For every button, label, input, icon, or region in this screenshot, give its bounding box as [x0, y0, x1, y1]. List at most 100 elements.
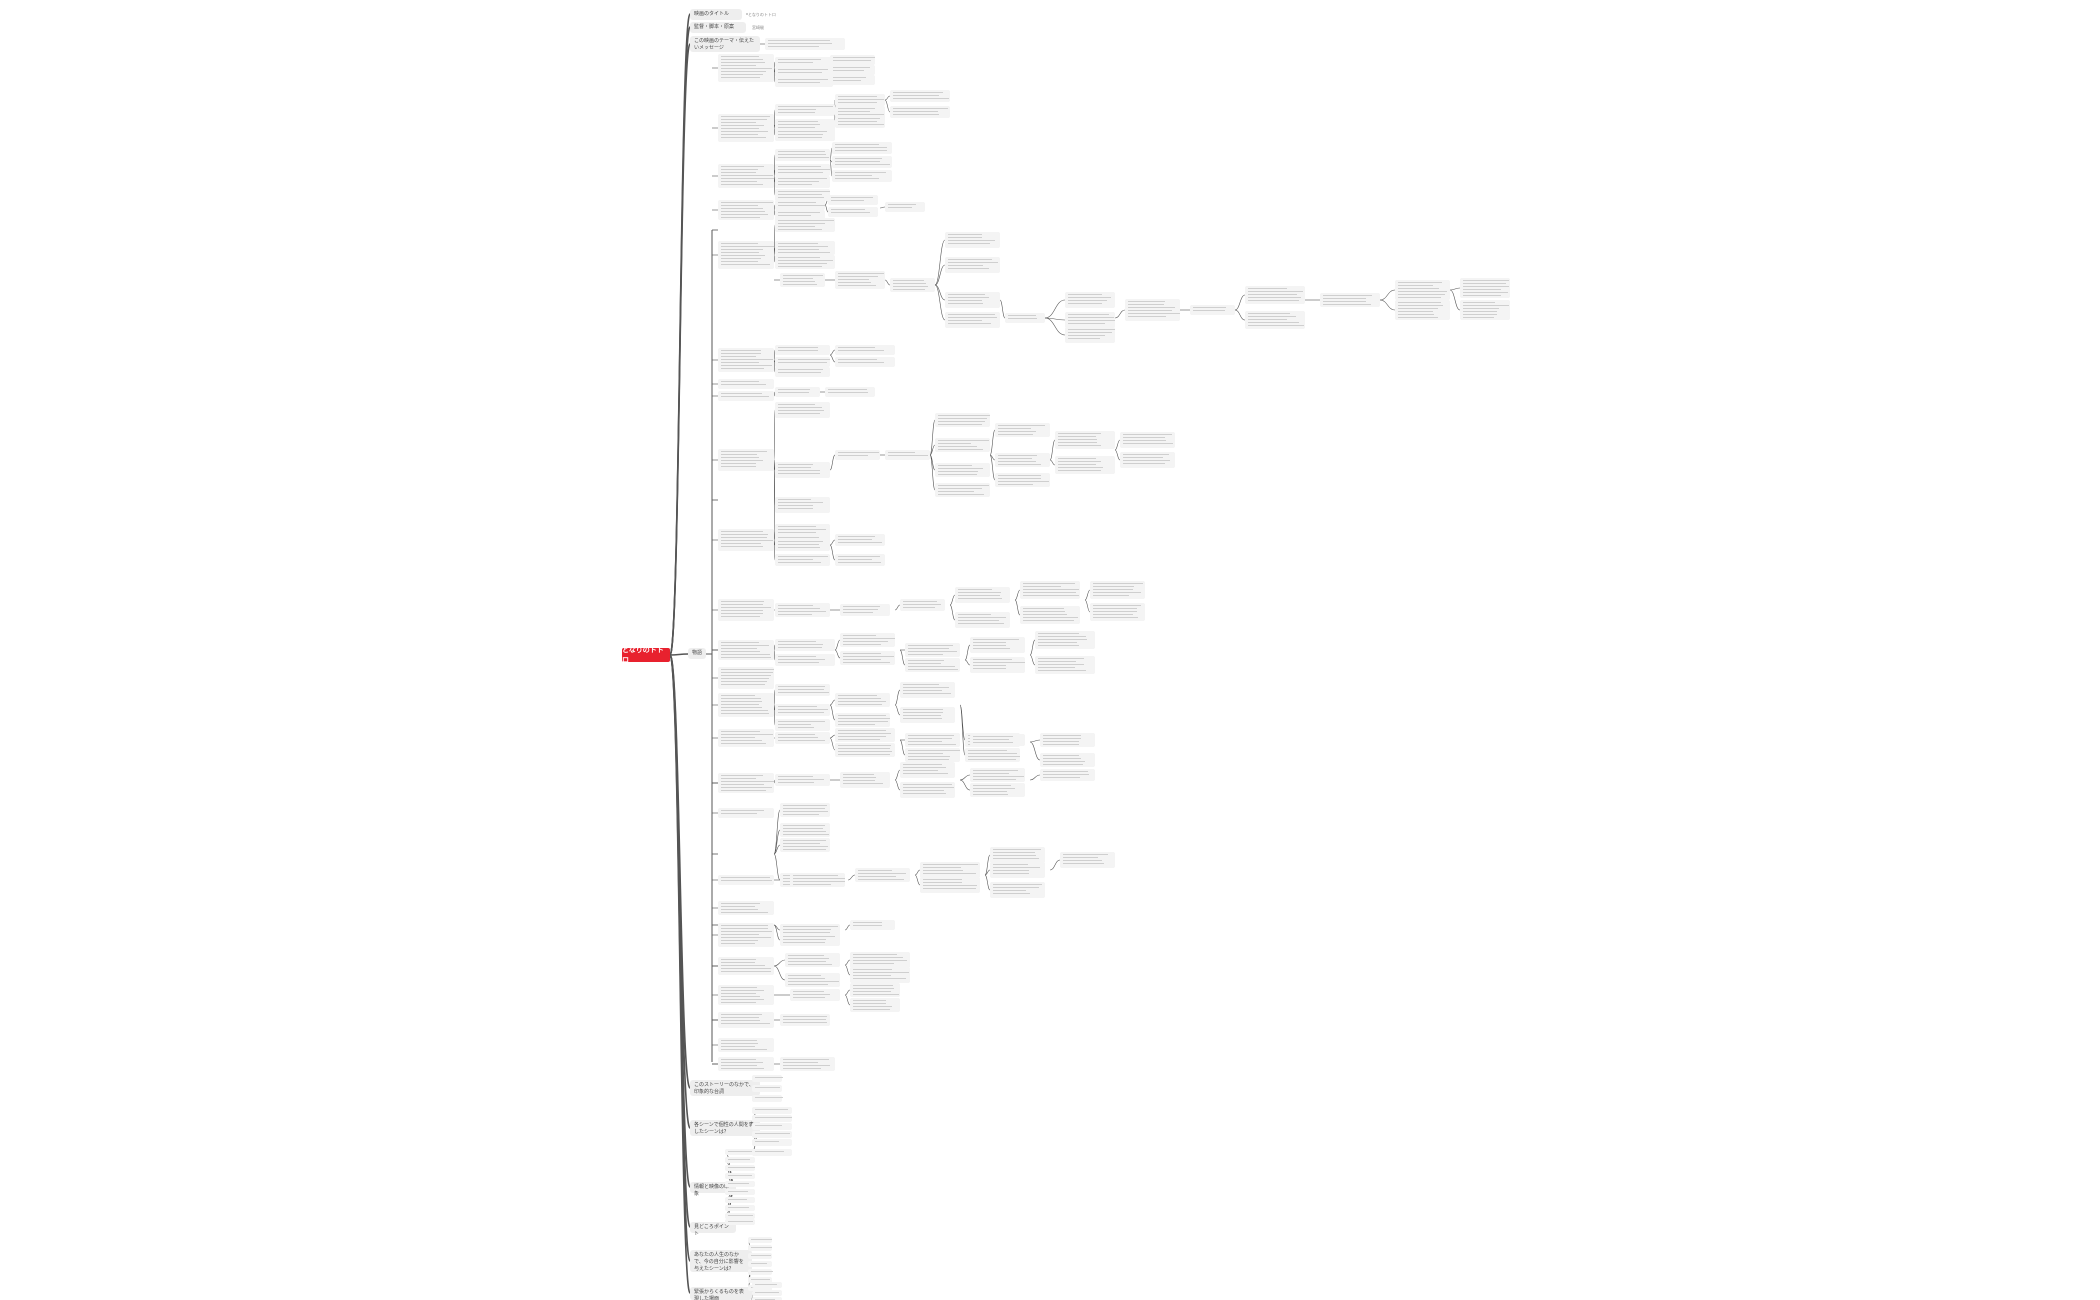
mind-map-node[interactable]	[775, 704, 830, 716]
mind-map-node[interactable]	[905, 643, 960, 657]
mind-map-node[interactable]	[970, 637, 1025, 653]
mind-map-node[interactable]	[832, 156, 892, 168]
mind-map-node[interactable]	[835, 271, 885, 289]
mind-map-node[interactable]	[718, 923, 774, 947]
mind-map-node[interactable]	[752, 1094, 784, 1102]
mind-map-node[interactable]	[780, 838, 830, 852]
mind-map-node[interactable]	[775, 255, 835, 269]
mind-map-node[interactable]	[718, 164, 774, 188]
topic-title-value[interactable]: となりのトトロ	[748, 12, 776, 17]
mind-map-node[interactable]	[935, 413, 991, 427]
mind-map-node[interactable]	[775, 774, 830, 786]
mind-map-node[interactable]	[835, 116, 885, 128]
mind-map-node[interactable]	[840, 604, 890, 616]
mind-map-node[interactable]	[935, 438, 990, 452]
mind-map-node[interactable]	[718, 241, 774, 269]
mind-map-node[interactable]	[1090, 581, 1145, 599]
mind-map-node[interactable]	[1040, 733, 1095, 747]
mind-map-node[interactable]	[1245, 286, 1305, 304]
mind-map-node[interactable]	[725, 1213, 755, 1219]
mind-map-node[interactable]	[752, 1148, 792, 1156]
mind-map-node[interactable]	[775, 119, 835, 131]
mind-map-node[interactable]	[900, 707, 955, 723]
mind-map-node[interactable]	[752, 1282, 782, 1288]
mind-map-node[interactable]	[775, 210, 825, 220]
mind-map-node[interactable]	[990, 862, 1045, 878]
mind-map-node[interactable]	[775, 67, 833, 77]
mind-map-node[interactable]	[725, 1181, 755, 1187]
topic-director[interactable]: 監督・脚本・原案	[690, 22, 746, 33]
mind-map-node[interactable]	[835, 554, 885, 566]
mind-map-node[interactable]	[995, 423, 1050, 437]
mind-map-node[interactable]	[885, 450, 930, 460]
mind-map-node[interactable]	[1055, 431, 1115, 449]
mind-map-node[interactable]	[775, 732, 830, 744]
mind-map-node[interactable]	[900, 762, 955, 778]
mind-map-node[interactable]	[775, 77, 833, 87]
topic-title[interactable]: 映画のタイトル	[690, 9, 742, 20]
mind-map-node[interactable]	[1245, 311, 1305, 329]
mind-map-node[interactable]	[752, 1106, 792, 1114]
mind-map-node[interactable]	[840, 651, 895, 665]
mind-map-node[interactable]	[718, 348, 774, 372]
mind-map-node[interactable]	[752, 1138, 792, 1146]
mind-map-node[interactable]	[718, 379, 774, 389]
mind-map-node[interactable]	[890, 278, 935, 292]
mind-map-node[interactable]	[725, 1173, 755, 1179]
mind-map-node[interactable]	[1055, 456, 1115, 474]
mind-map-node[interactable]	[970, 734, 1025, 746]
mind-map-node[interactable]	[718, 114, 774, 142]
mind-map-node[interactable]	[1065, 292, 1115, 308]
mind-map-node[interactable]	[850, 952, 910, 968]
mind-map-node[interactable]	[785, 973, 840, 987]
mind-map-node[interactable]	[990, 847, 1045, 863]
mind-map-node[interactable]	[748, 1261, 772, 1267]
mind-map-node[interactable]	[725, 1189, 755, 1195]
mind-map-node[interactable]	[990, 882, 1045, 898]
mind-map-node[interactable]	[775, 387, 820, 397]
mind-map-node[interactable]	[775, 241, 835, 255]
mind-map-node[interactable]	[850, 998, 900, 1012]
mind-map-node[interactable]	[780, 1057, 835, 1071]
mind-map-node[interactable]	[718, 1057, 774, 1071]
mind-map-node[interactable]	[718, 985, 774, 1005]
mind-map-node[interactable]	[718, 875, 774, 885]
mind-map-node[interactable]	[1060, 852, 1115, 868]
mind-map-node[interactable]	[790, 989, 840, 1001]
mind-map-node[interactable]	[775, 654, 835, 666]
mind-map-node[interactable]	[718, 449, 774, 471]
mind-map-node[interactable]	[718, 773, 774, 793]
mind-map-node[interactable]	[905, 658, 960, 672]
mind-map-node[interactable]	[718, 1038, 774, 1052]
mind-map-node[interactable]	[955, 612, 1010, 628]
mind-map-node[interactable]	[1035, 656, 1095, 674]
mind-map-node[interactable]	[718, 693, 774, 717]
mind-map-node[interactable]	[1090, 603, 1145, 621]
topic-theme[interactable]: この映画のテーマ・伝えたいメッセージ	[690, 36, 760, 52]
mind-map-node[interactable]	[1065, 312, 1115, 328]
mind-map-node[interactable]	[775, 57, 833, 67]
mind-map-node[interactable]	[1035, 631, 1095, 649]
mind-map-node[interactable]	[718, 1012, 774, 1028]
mind-map-node[interactable]	[1190, 305, 1235, 315]
mind-map-node[interactable]	[835, 94, 885, 106]
mind-map-node[interactable]	[752, 1114, 792, 1122]
mind-map-node[interactable]	[718, 667, 774, 689]
topic-quotes[interactable]: このストーリーのなかで、印象的な台詞	[690, 1080, 760, 1096]
mind-map-node[interactable]	[725, 1205, 755, 1211]
mind-map-node[interactable]	[775, 357, 830, 367]
mind-map-node[interactable]	[775, 176, 830, 188]
mind-map-node[interactable]	[752, 1122, 792, 1130]
mind-map-node[interactable]	[830, 65, 875, 75]
mind-map-node[interactable]	[970, 783, 1025, 797]
mind-map-node[interactable]	[725, 1165, 756, 1171]
topic-highlights[interactable]: 見どころポイント	[690, 1222, 736, 1237]
mind-map-node[interactable]	[970, 657, 1026, 673]
mind-map-node[interactable]	[780, 924, 840, 936]
mind-map-node[interactable]	[765, 38, 845, 50]
mind-map-node[interactable]	[785, 953, 840, 967]
mind-map-node[interactable]	[840, 633, 895, 647]
mind-map-node[interactable]	[725, 1197, 755, 1203]
mind-map-node[interactable]	[840, 772, 890, 788]
mind-map-node[interactable]	[775, 402, 830, 418]
